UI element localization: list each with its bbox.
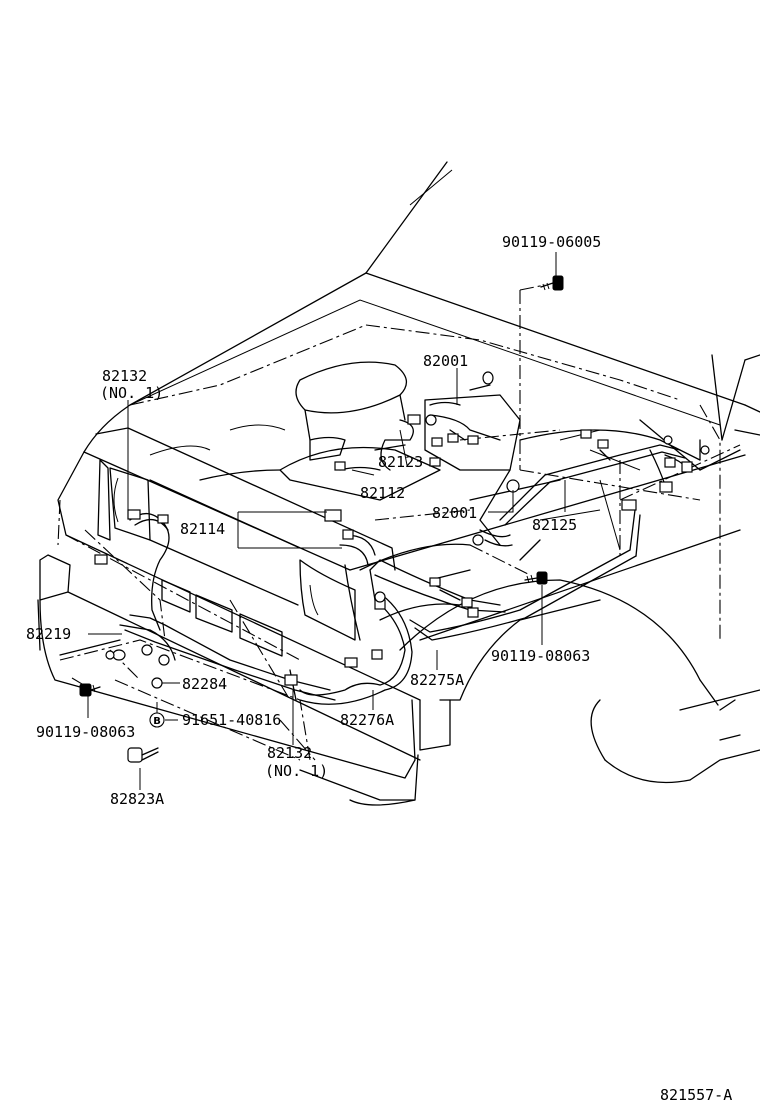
connector-13 — [447, 433, 459, 443]
connector-1 — [127, 509, 141, 520]
fasteners — [79, 275, 564, 763]
label-82123: 82123 — [378, 453, 423, 471]
grommet-4 — [151, 677, 163, 689]
b-marker: B — [149, 712, 165, 728]
grommet-5 — [105, 650, 115, 660]
label-90119-06005: 90119-06005 — [502, 233, 601, 251]
bolt-90119-08063-right-icon — [524, 571, 548, 585]
grommet-8 — [482, 371, 494, 385]
figure-id: 821557-A — [660, 1086, 732, 1104]
bolt-90119-06005-icon — [540, 275, 564, 291]
connector-4 — [284, 674, 298, 686]
connector-3 — [94, 554, 108, 565]
label-82823A: 82823A — [110, 790, 164, 808]
b-marker-letter: B — [153, 716, 161, 727]
label-82219: 82219 — [26, 625, 71, 643]
connector-11 — [407, 414, 421, 425]
connector-22 — [659, 481, 673, 493]
connector-21 — [621, 499, 637, 511]
connector-17 — [461, 597, 473, 608]
grommet-6 — [374, 591, 386, 603]
connector-15 — [429, 457, 441, 467]
label-82132-bottom-no: (NO. 1) — [265, 762, 328, 780]
label-82276A: 82276A — [340, 711, 394, 729]
callout-labels: 90119-06005 82132 (NO. 1) 82001 82123 82… — [26, 233, 732, 1104]
connector-10 — [334, 461, 346, 471]
connector-20 — [580, 429, 592, 439]
connector-8 — [324, 509, 342, 522]
grommet-1 — [112, 649, 126, 661]
connector-5 — [344, 657, 358, 668]
grommet-7 — [425, 414, 437, 426]
grommet-2 — [141, 644, 153, 656]
connector-23 — [681, 461, 693, 473]
label-82114: 82114 — [180, 520, 225, 538]
grommet-3 — [158, 654, 170, 666]
label-82125: 82125 — [532, 516, 577, 534]
label-90119-08063-right: 90119-08063 — [491, 647, 590, 665]
label-82132-top-no: (NO. 1) — [100, 384, 163, 402]
connector-14 — [467, 435, 479, 445]
connector-6 — [371, 649, 383, 660]
label-82001-top: 82001 — [423, 352, 468, 370]
grommet-11 — [663, 435, 673, 445]
label-91651-40816: 91651-40816 — [182, 711, 281, 729]
label-90119-08063-left: 90119-08063 — [36, 723, 135, 741]
label-82132-top: 82132 — [102, 367, 147, 385]
connector-24 — [664, 457, 676, 468]
connector-19 — [597, 439, 609, 449]
label-82275A: 82275A — [410, 671, 464, 689]
label-82001-mid: 82001 — [432, 504, 477, 522]
connector-12 — [431, 437, 443, 447]
bolt-82823A-icon — [127, 747, 159, 763]
label-82284: 82284 — [182, 675, 227, 693]
connectors — [94, 371, 710, 689]
connector-2 — [157, 514, 169, 524]
grommet-10 — [472, 534, 484, 546]
label-82132-bottom: 82132 — [267, 744, 312, 762]
connector-16 — [429, 577, 441, 587]
grommet-12 — [700, 445, 710, 455]
wiring-harness — [119, 384, 701, 705]
connector-18 — [467, 607, 479, 618]
label-82112: 82112 — [360, 484, 405, 502]
bolt-90119-08063-left-icon — [79, 683, 101, 697]
vehicle-body — [37, 161, 760, 806]
leader-lines — [87, 252, 566, 790]
connector-9 — [342, 529, 354, 540]
